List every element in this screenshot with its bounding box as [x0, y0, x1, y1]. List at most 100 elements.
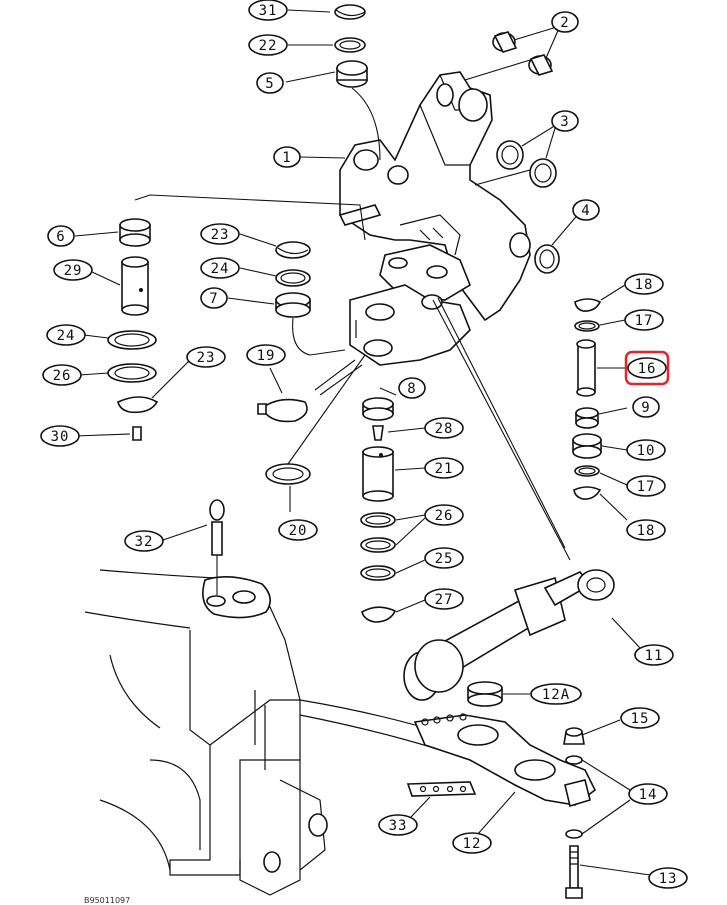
callout-12a[interactable]: 12A: [530, 683, 582, 705]
callout-label: 15: [631, 711, 650, 727]
callout-3[interactable]: 3: [551, 110, 579, 132]
callout-label: 31: [259, 3, 278, 19]
callout-label: 2: [560, 15, 569, 31]
callout-23a[interactable]: 23: [200, 223, 240, 245]
callout-14[interactable]: 14: [628, 783, 668, 805]
callout-16[interactable]: 16: [624, 350, 670, 386]
callout-label: 29: [64, 263, 83, 279]
callout-label: 26: [435, 508, 454, 524]
figure-code: B95011097: [84, 896, 130, 905]
center-ring-stack: [275, 241, 346, 356]
callout-30[interactable]: 30: [40, 425, 80, 447]
callout-label: 1: [282, 150, 291, 166]
pin-32: [209, 499, 225, 595]
callout-19[interactable]: 19: [246, 344, 286, 366]
callout-label: 21: [435, 461, 454, 477]
plate-33: [406, 781, 477, 797]
callout-label: 8: [407, 381, 416, 397]
callout-1[interactable]: 1: [273, 146, 301, 168]
callout-label: 12A: [542, 687, 570, 703]
callout-26b[interactable]: 26: [424, 504, 464, 526]
callout-18a[interactable]: 18: [624, 273, 664, 295]
callout-23b[interactable]: 23: [186, 346, 226, 368]
bushings-2: [464, 31, 554, 81]
callout-9[interactable]: 9: [632, 396, 660, 418]
left-pin-stack: [107, 194, 366, 441]
callout-8[interactable]: 8: [398, 377, 426, 399]
callout-13[interactable]: 13: [648, 867, 688, 889]
callout-label: 9: [641, 400, 650, 416]
highlight-box: [624, 350, 670, 386]
callout-label: 33: [389, 818, 408, 834]
callout-label: 20: [289, 523, 308, 539]
callout-31[interactable]: 31: [248, 0, 288, 21]
center-pin-stack: [360, 397, 397, 623]
callout-15[interactable]: 15: [620, 707, 660, 729]
callout-label: 13: [659, 871, 678, 887]
callout-label: 4: [581, 203, 590, 219]
callout-26a[interactable]: 26: [42, 364, 82, 386]
callout-25[interactable]: 25: [424, 547, 464, 569]
callouts: 31 22 5 2 3 1 4 6 23 29 24 7 24 26 23 19…: [40, 0, 688, 889]
callout-6[interactable]: 6: [47, 225, 75, 247]
link-12: [413, 713, 597, 808]
callout-29[interactable]: 29: [53, 259, 93, 281]
callout-label: 30: [51, 429, 70, 445]
callout-label: 28: [435, 421, 454, 437]
callout-label: 22: [259, 38, 278, 54]
callout-32[interactable]: 32: [124, 530, 164, 552]
callout-label: 5: [265, 76, 274, 92]
callout-label: 3: [560, 114, 569, 130]
swing-tower: [338, 71, 531, 366]
callout-label: 19: [257, 348, 276, 364]
bushing-12a: [467, 681, 503, 707]
callout-label: 12: [463, 836, 482, 852]
callout-11[interactable]: 11: [634, 644, 674, 666]
callout-label: 11: [645, 648, 664, 664]
callout-4[interactable]: 4: [572, 199, 600, 221]
callout-label: 10: [637, 443, 656, 459]
callout-label: 18: [635, 277, 654, 293]
callout-12[interactable]: 12: [452, 832, 492, 854]
bushings-3: [474, 140, 557, 188]
callout-label: 6: [56, 229, 65, 245]
callout-label: 32: [135, 534, 154, 550]
callout-17b[interactable]: 17: [626, 475, 666, 497]
callout-label: 17: [635, 313, 654, 329]
callout-18b[interactable]: 18: [626, 519, 666, 541]
callout-label: 25: [435, 551, 454, 567]
callout-label: 18: [637, 523, 656, 539]
callout-label: 27: [435, 592, 454, 608]
callout-label: 24: [211, 261, 230, 277]
callout-label: 26: [53, 368, 72, 384]
callout-21[interactable]: 21: [424, 457, 464, 479]
callout-7[interactable]: 7: [200, 287, 228, 309]
callout-17a[interactable]: 17: [624, 309, 664, 331]
callout-label: 24: [57, 328, 76, 344]
callout-label: 23: [197, 350, 216, 366]
callout-label: 17: [637, 479, 656, 495]
callout-2[interactable]: 2: [551, 11, 579, 33]
washer-20: [265, 354, 366, 485]
callout-24b[interactable]: 24: [46, 324, 86, 346]
hardware-13-15: [563, 727, 585, 899]
leader-lines: [74, 9, 651, 876]
callout-label: 16: [638, 361, 657, 377]
callout-24a[interactable]: 24: [200, 257, 240, 279]
callout-label: 23: [211, 227, 230, 243]
washer-19: [257, 359, 363, 423]
callout-5[interactable]: 5: [256, 72, 284, 94]
ring-4: [534, 244, 560, 274]
callout-28[interactable]: 28: [424, 417, 464, 439]
callout-label: 7: [209, 291, 218, 307]
callout-22[interactable]: 22: [248, 34, 288, 56]
callout-20[interactable]: 20: [278, 519, 318, 541]
callout-label: 14: [639, 787, 658, 803]
top-ring-stack: [334, 4, 381, 161]
callout-33[interactable]: 33: [378, 814, 418, 836]
swing-cylinder: [403, 297, 615, 701]
right-pin-stack: [572, 298, 602, 500]
callout-10[interactable]: 10: [626, 439, 666, 461]
callout-27[interactable]: 27: [424, 588, 464, 610]
